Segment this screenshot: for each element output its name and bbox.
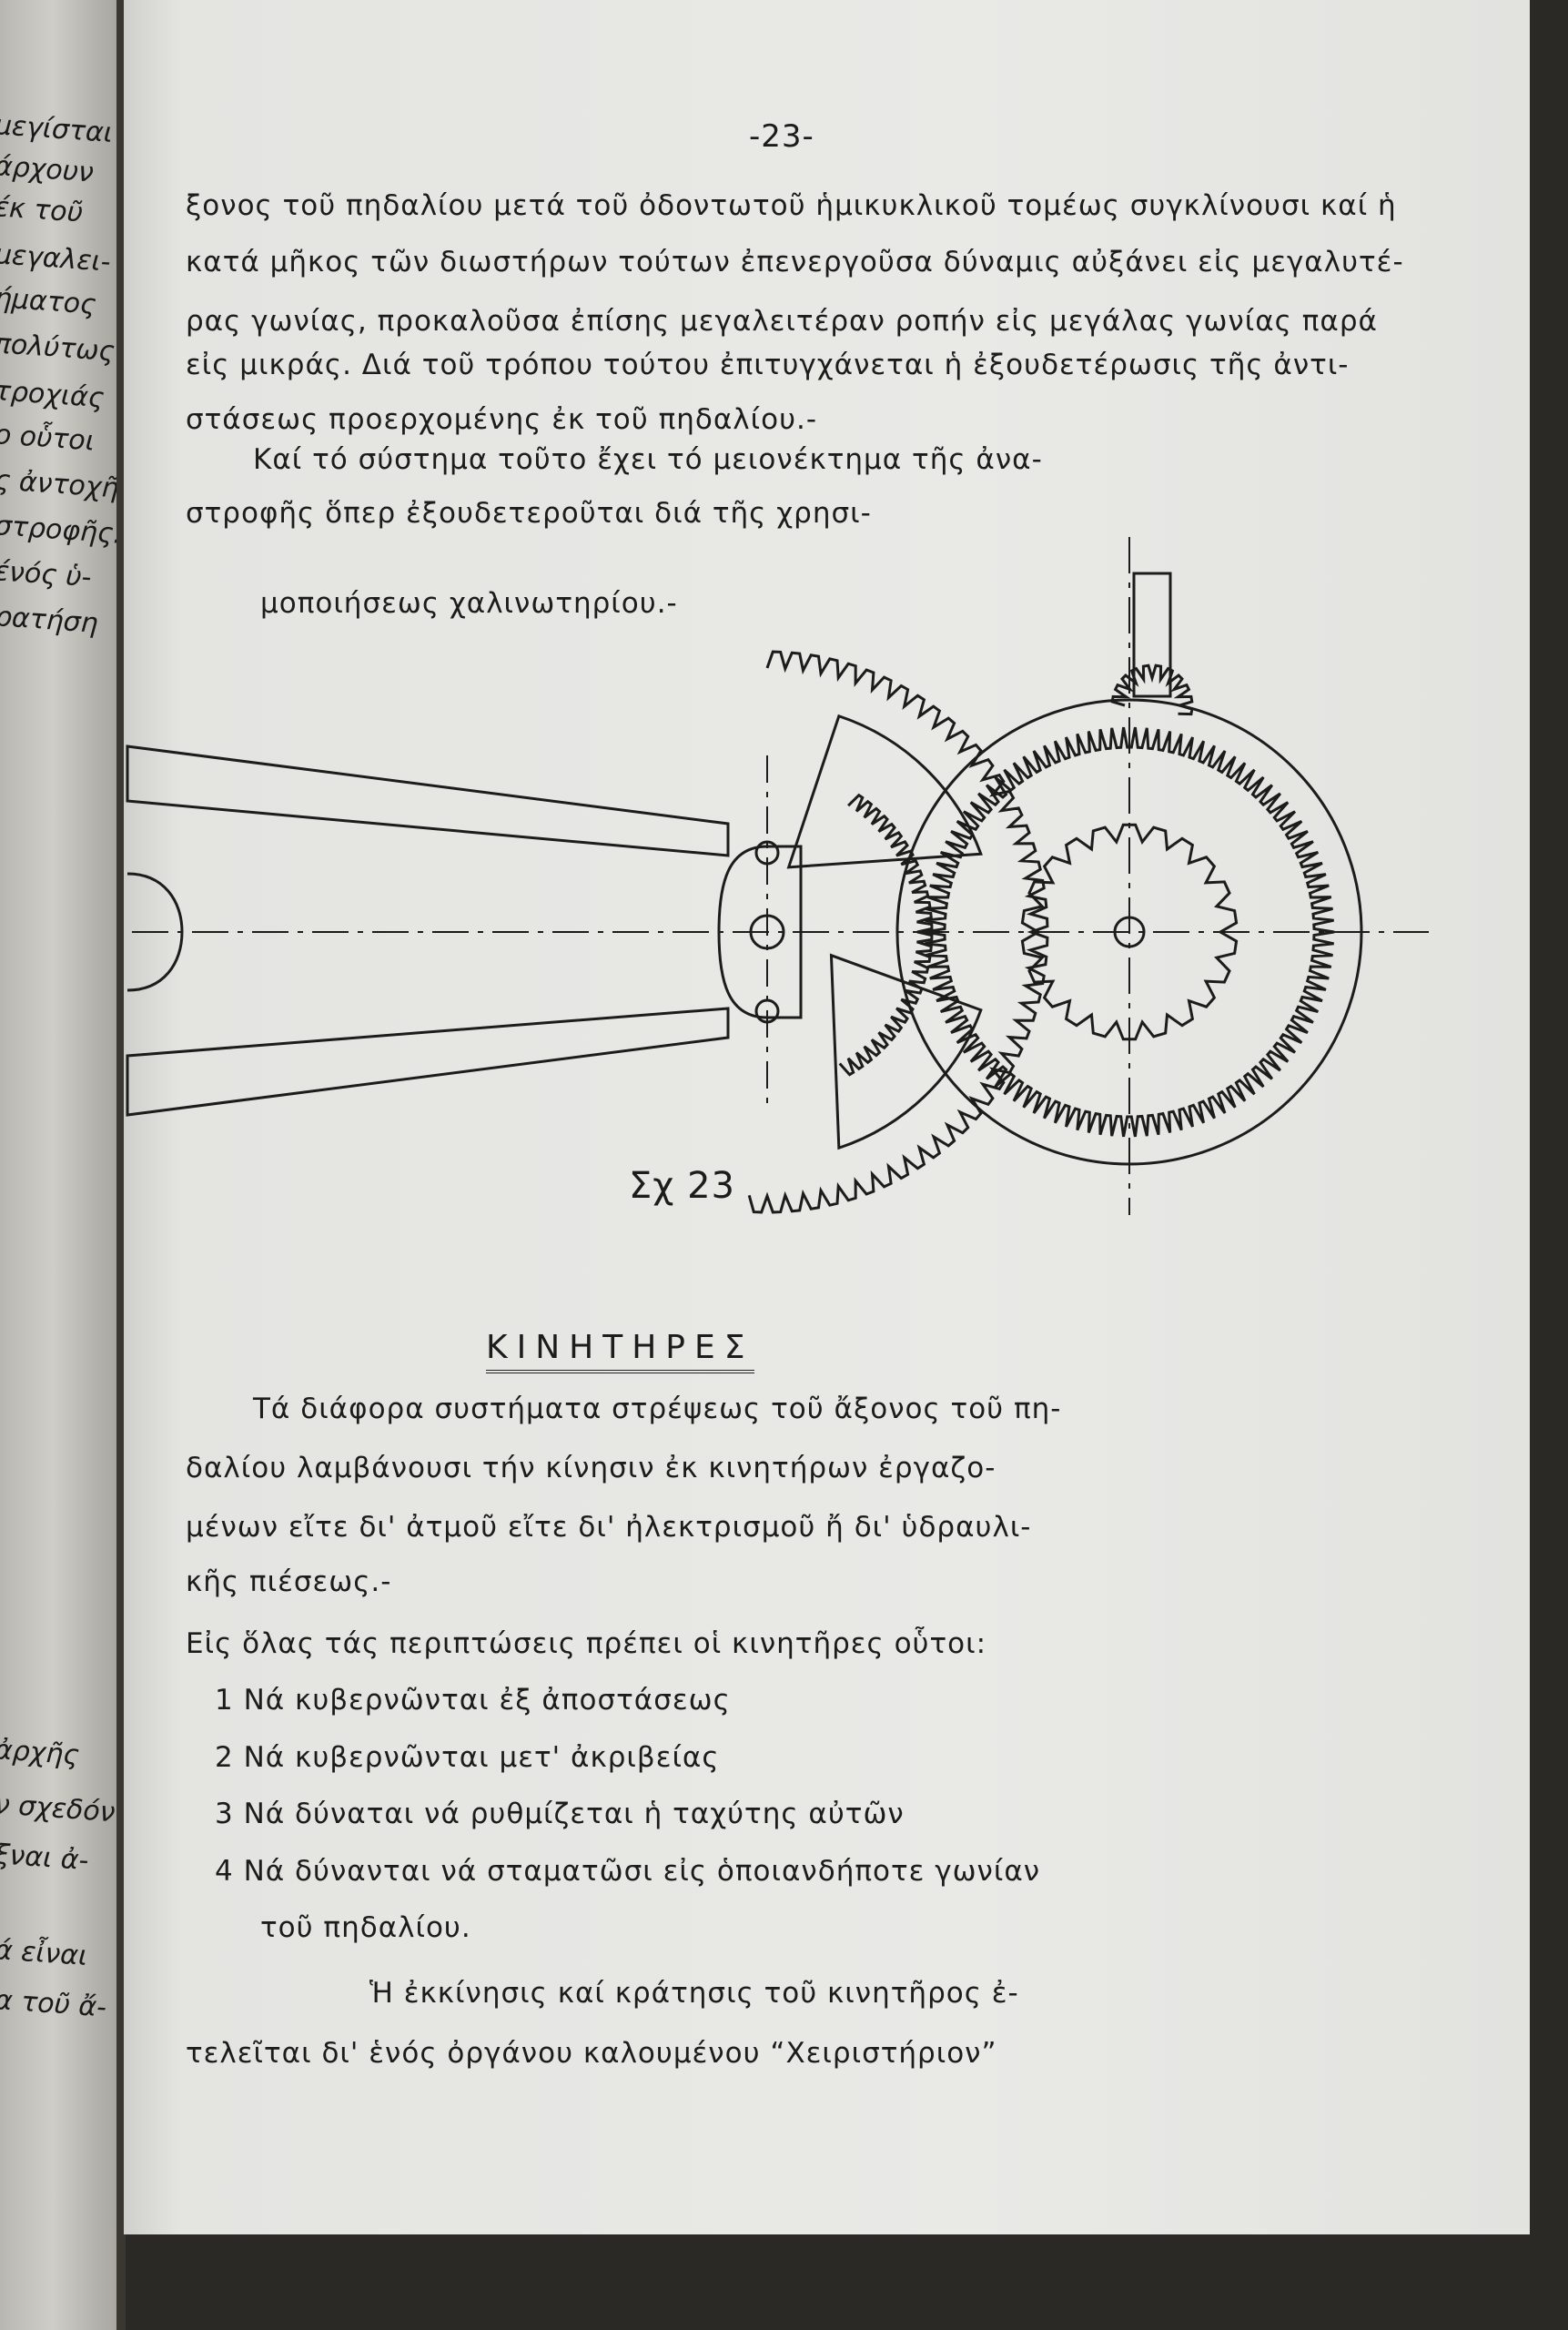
pinion-gear: [1020, 823, 1239, 1041]
text-line: κῆς πιέσεως.-: [186, 1565, 392, 1598]
text-line: κατά μῆκος τῶν διωστήρων τούτων ἐπενεργο…: [186, 246, 1404, 279]
list-item: 3 Νά δύναται νά ρυθμίζεται ἡ ταχύτης αὐτ…: [215, 1798, 905, 1830]
text-line: Καί τό σύστημα τοῦτο ἔχει τό μειονέκτημα…: [253, 443, 1043, 476]
text-line: στροφῆς ὅπερ ἐξουδετεροῦται διά τῆς χρησ…: [186, 497, 872, 530]
sector-window: [829, 953, 983, 1150]
text-line: τελεῖται δι' ἑνός ὀργάνου καλουμένου “Χε…: [186, 2037, 997, 2070]
text-line: Ἡ ἐκκίνησις καί κράτησις τοῦ κινητῆρος ἐ…: [369, 1977, 1019, 2010]
hub-pin: [754, 998, 780, 1024]
section-heading: ΚΙΝΗΤΗΡΕΣ: [486, 1329, 754, 1373]
tiller-link-upper: [126, 745, 730, 857]
document-page: -23- ξονος τοῦ πηδαλίου μετά τοῦ ὀδοντωτ…: [124, 0, 1530, 2234]
list-item: 4 Νά δύνανται νά σταματῶσι εἰς ὁποιανδήπ…: [215, 1855, 1041, 1888]
text-line: μοποιήσεως χαλινωτηρίου.-: [260, 587, 678, 620]
sector-window: [786, 714, 983, 869]
text-line: ξονος τοῦ πηδαλίου μετά τοῦ ὀδοντωτοῦ ἡμ…: [186, 189, 1397, 222]
vertical-shaft: [1132, 572, 1172, 698]
rudder-stock-hub: [126, 872, 184, 992]
tiller-link-lower: [126, 1007, 730, 1117]
bevel-gear: [1110, 664, 1194, 716]
book-gutter: [116, 0, 126, 2330]
list-item: 1 Νά κυβερνῶνται ἐξ ἀποστάσεως: [215, 1684, 731, 1717]
hub-pin: [749, 914, 785, 950]
sector-gear-teeth: [747, 650, 1049, 1214]
hub-pin: [754, 840, 780, 866]
ring-gear-outer: [895, 698, 1363, 1166]
figure-caption: Σχ 23: [629, 1165, 735, 1207]
page-number: -23-: [749, 118, 814, 155]
text-line: εἰς μικράς. Διά τοῦ τρόπου τούτου ἐπιτυγ…: [186, 349, 1350, 381]
pinion-axle: [1113, 916, 1146, 948]
ring-gear-internal-teeth: [924, 726, 1335, 1138]
text-line: μένων εἴτε δι' ἀτμοῦ εἴτε δι' ἠλεκτρισμο…: [186, 1511, 1032, 1544]
text-line: στάσεως προερχομένης ἐκ τοῦ πηδαλίου.-: [186, 403, 818, 436]
list-item: 2 Νά κυβερνῶνται μετ' ἀκριβείας: [215, 1741, 720, 1774]
text-line: δαλίου λαμβάνουσι τήν κίνησιν ἐκ κινητήρ…: [186, 1452, 996, 1484]
list-item-continuation: τοῦ πηδαλίου.: [260, 1911, 471, 1944]
text-line: ρας γωνίας, προκαλοῦσα ἐπίσης μεγαλειτέρ…: [186, 305, 1378, 338]
text-line: Τά διάφορα συστήματα στρέψεως τοῦ ἄξονος…: [253, 1393, 1062, 1425]
sector-inner-teeth: [838, 793, 934, 1077]
list-intro: Εἰς ὅλας τάς περιπτώσεις πρέπει οἱ κινητ…: [186, 1627, 987, 1660]
